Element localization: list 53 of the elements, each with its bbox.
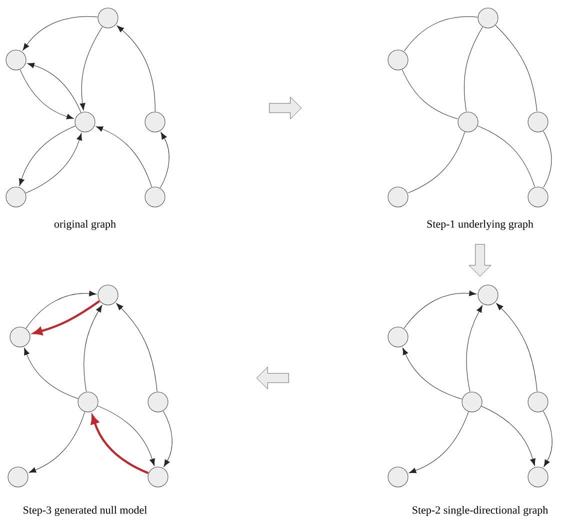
caption: Step-1 underlying graph (427, 220, 534, 230)
graph-node (10, 326, 30, 348)
graph-node (478, 284, 498, 306)
arrow (20, 69, 74, 120)
arrow (26, 290, 96, 329)
arrow (116, 26, 156, 112)
arrow (33, 300, 100, 336)
graph-node (388, 186, 408, 208)
arrow (496, 303, 538, 392)
graph-node (528, 392, 548, 412)
graph-node (144, 112, 166, 132)
graph-node (78, 392, 98, 412)
graph-node (388, 466, 408, 488)
arrow (27, 62, 82, 113)
arrow (404, 290, 476, 329)
arrow (160, 132, 170, 188)
arrow (28, 412, 85, 473)
arrow (98, 406, 155, 466)
graph-node (98, 8, 118, 28)
arrow (18, 126, 76, 186)
arrow (402, 348, 462, 400)
arrow (24, 348, 78, 399)
graph-node (528, 112, 548, 132)
arrow (116, 303, 158, 392)
graph-node (388, 326, 408, 348)
arrow (84, 304, 102, 392)
graph-node (98, 284, 118, 306)
arrow (163, 410, 172, 467)
arrow (96, 126, 152, 188)
graph-node (74, 112, 96, 132)
arrow (481, 406, 536, 466)
arrow (466, 305, 483, 392)
arrow (22, 16, 98, 51)
arrow (90, 415, 149, 474)
caption: Step-3 generated null model (24, 506, 147, 516)
graph-node (148, 392, 168, 412)
caption: original graph (54, 220, 116, 230)
arrow (26, 133, 82, 194)
graph-node (144, 186, 166, 208)
caption: Step-2 single-directional graph (412, 506, 548, 516)
graph-node (462, 392, 482, 412)
graph-node (528, 186, 548, 208)
graph-node (8, 466, 28, 488)
graph-node (6, 186, 26, 208)
arrow (543, 410, 552, 467)
graph-node (6, 50, 26, 70)
graph-node (458, 112, 478, 132)
arrow (80, 26, 103, 110)
graph-node (388, 50, 408, 70)
graph-node (478, 8, 498, 28)
graph-node (148, 466, 168, 488)
arrow (408, 412, 469, 474)
graph-node (528, 466, 548, 488)
